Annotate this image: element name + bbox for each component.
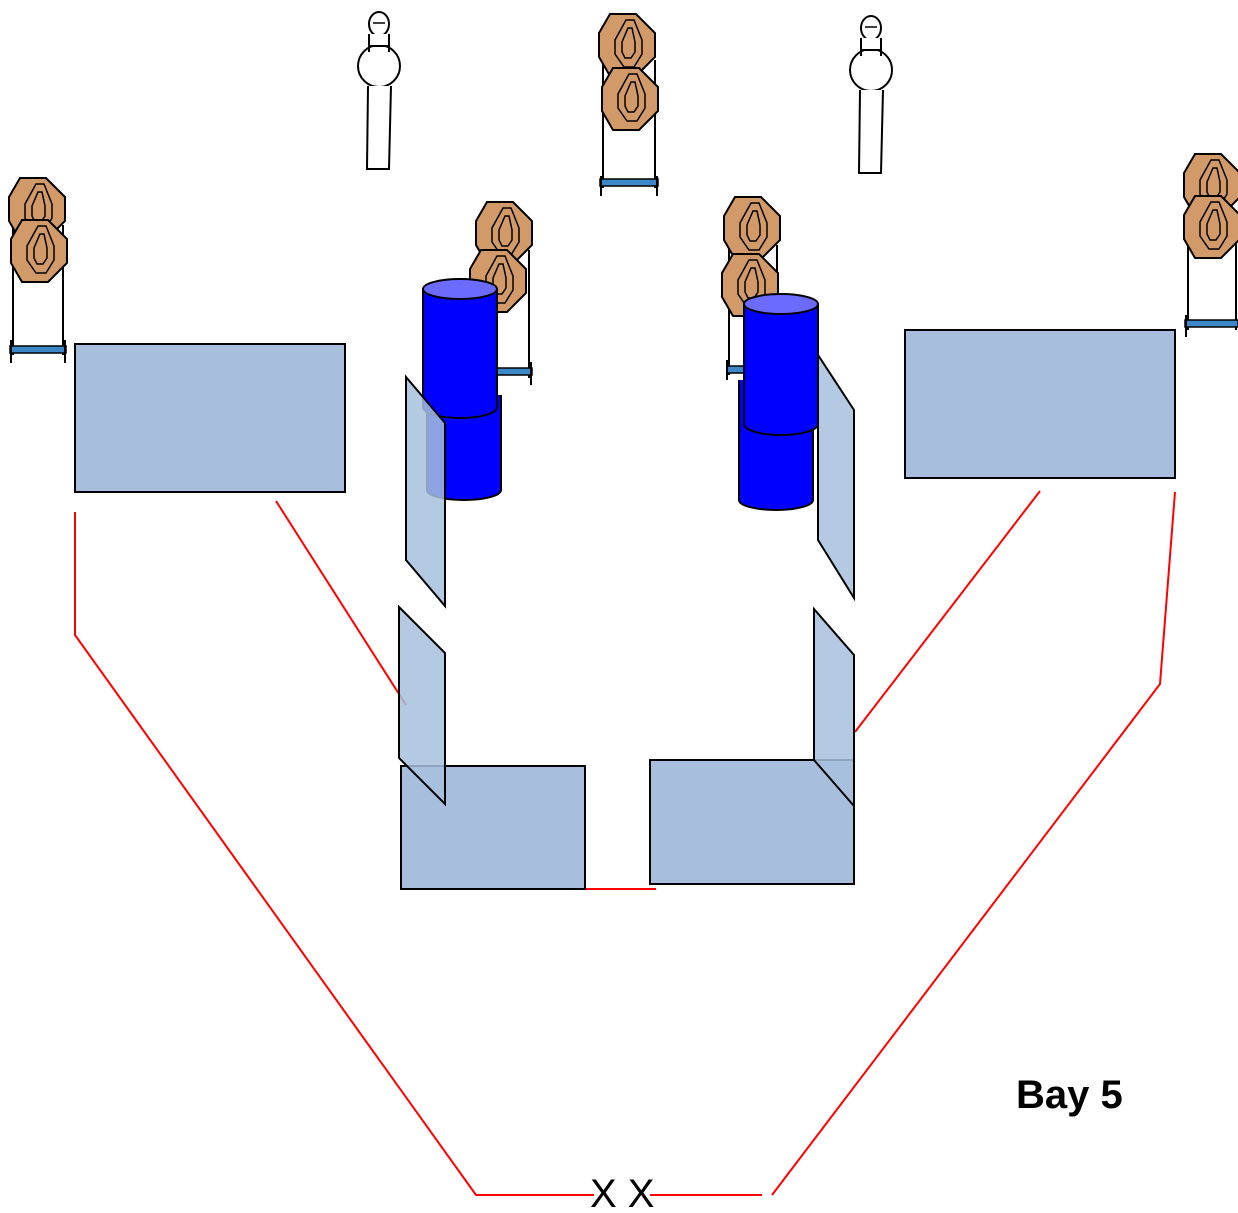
octagon-steel-target-icon bbox=[598, 13, 656, 77]
wall-left-angled-upper bbox=[405, 374, 446, 609]
steel-target-far-right bbox=[1183, 153, 1238, 337]
no-shoot-silhouette-icon bbox=[357, 11, 401, 170]
fault-line-left-inner bbox=[275, 500, 407, 706]
wall-left-front bbox=[74, 343, 346, 493]
barrel-icon bbox=[422, 278, 498, 419]
fault-line-right-inner bbox=[854, 490, 1041, 733]
fault-line-left-outer bbox=[74, 512, 594, 1196]
wall-center-right-low bbox=[649, 759, 855, 885]
octagon-steel-target-icon bbox=[601, 67, 659, 131]
octagon-steel-target-icon bbox=[1183, 195, 1238, 259]
barrel-icon bbox=[743, 293, 819, 436]
no-shoot-silhouette-icon bbox=[849, 15, 893, 174]
barrel-stack-right bbox=[738, 293, 819, 511]
fault-line-right-outer bbox=[771, 491, 1176, 1196]
walls bbox=[74, 329, 1176, 890]
wall-right-angled-upper bbox=[817, 351, 855, 602]
bay-label: Bay 5 bbox=[1016, 1073, 1123, 1117]
no-shoot-right bbox=[849, 15, 893, 174]
fault-lines bbox=[74, 490, 1176, 1196]
octagon-steel-target-icon bbox=[10, 219, 68, 283]
steel-target-top-center bbox=[598, 13, 659, 196]
wall-right-angled-lower bbox=[813, 606, 855, 809]
start-position-x-icon: X X bbox=[590, 1172, 655, 1213]
steel-target-far-left bbox=[8, 177, 68, 363]
no-shoot-left bbox=[357, 11, 401, 170]
wall-left-angled-lower bbox=[398, 604, 446, 807]
wall-right-front bbox=[904, 329, 1176, 479]
octagon-steel-target-icon bbox=[723, 196, 781, 260]
